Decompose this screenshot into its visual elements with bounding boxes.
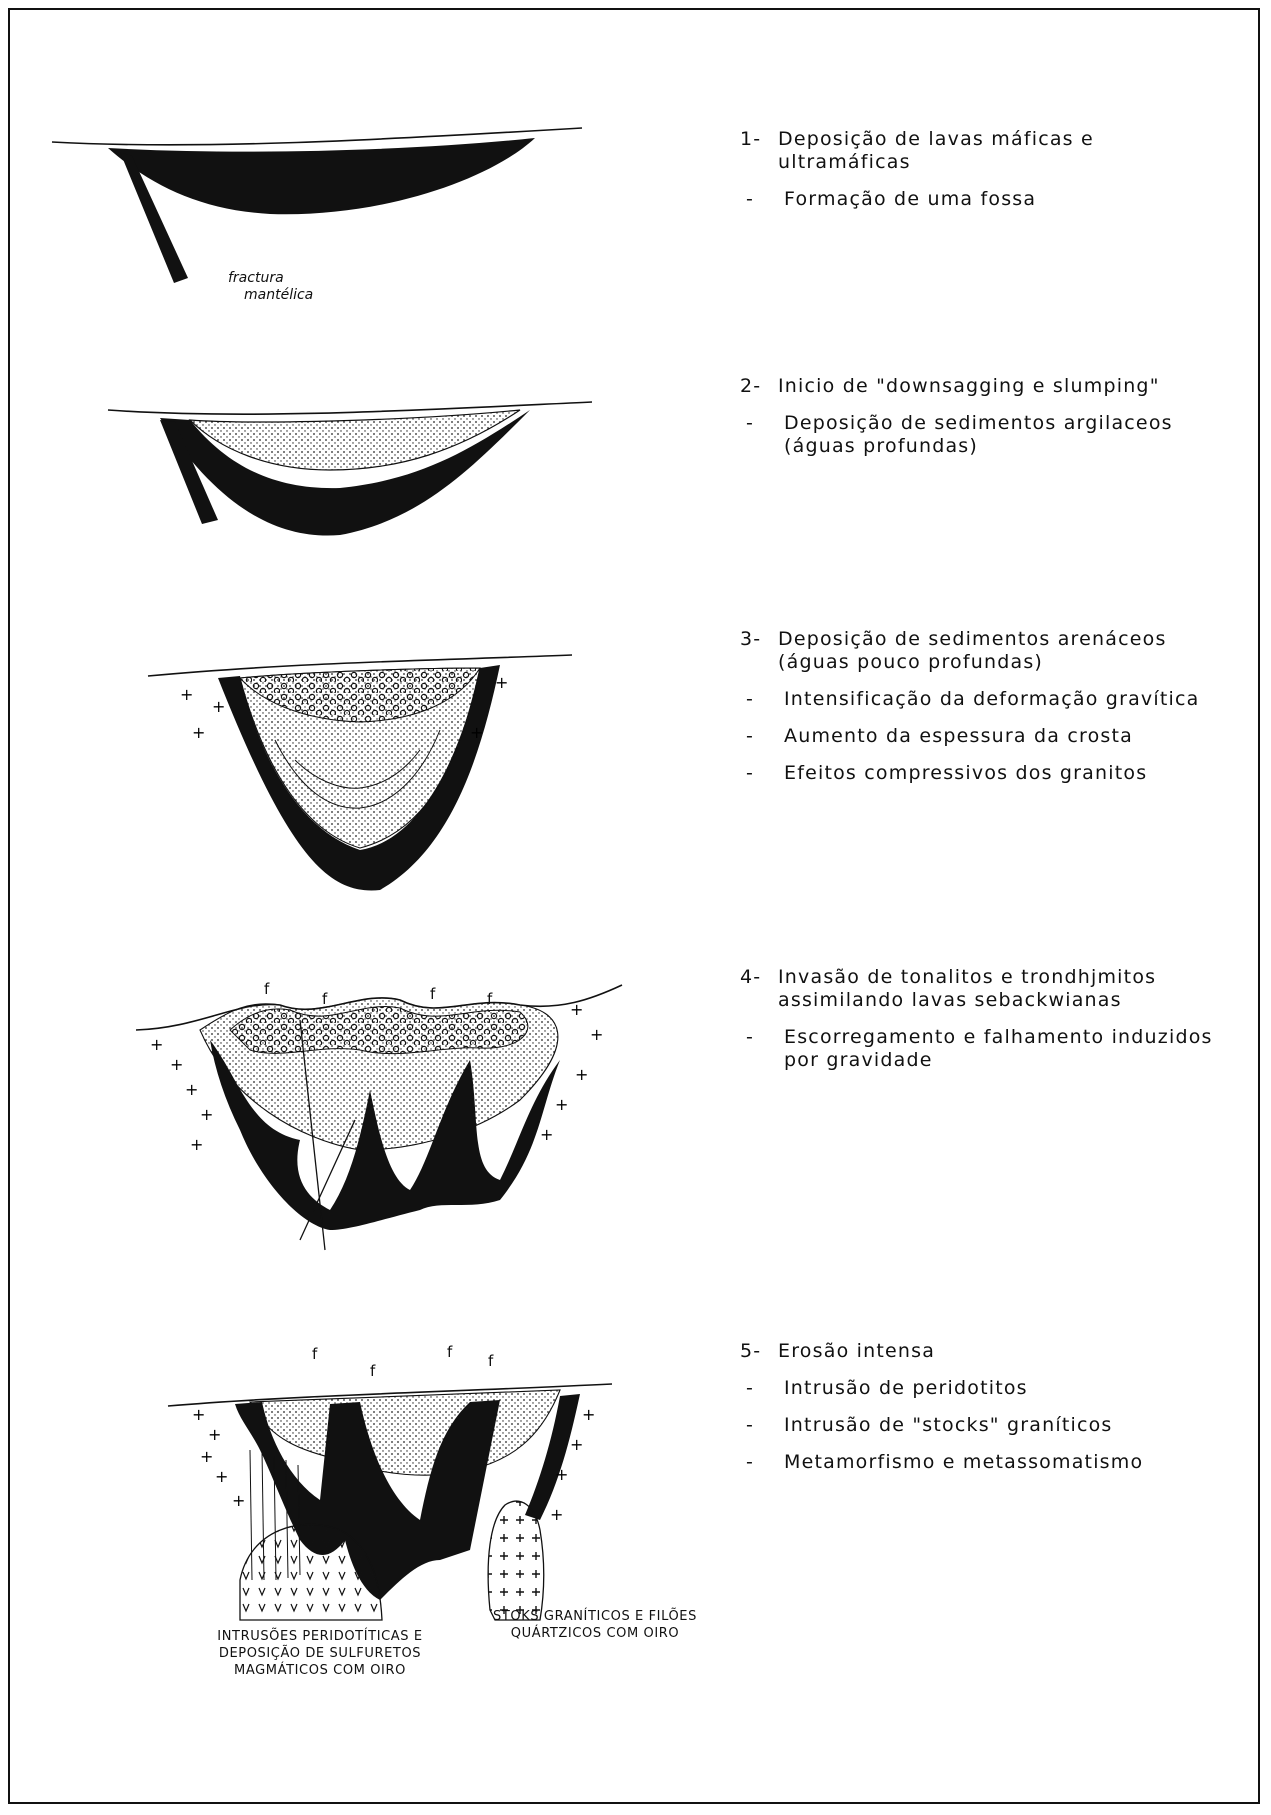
stage-4-conglomerate-band (230, 1007, 528, 1054)
stage-3-granite-mark-3: + (192, 723, 205, 742)
legend-row: 5- Erosão intensa (740, 1340, 1240, 1363)
legend-text: Efeitos compressivos dos granitos (784, 762, 1240, 785)
legend-row: 4- Invasão de tonalitos e trondhjmitos a… (740, 966, 1240, 1012)
stage-5-granite-stock (488, 1501, 544, 1620)
stage-3-granite-mark-4: + (495, 673, 508, 692)
stage-4-granite-mark-5: + (190, 1135, 203, 1154)
legend-row: - Escorregamento e falhamento induzidos … (740, 1026, 1240, 1072)
stage-2-section (108, 402, 592, 536)
legend-marker: - (746, 1026, 784, 1072)
stage-3-granite-mark-2: + (212, 697, 225, 716)
stage-4-granite-mark-8: + (575, 1065, 588, 1084)
stage-4-section: + + + + + + + + + + (136, 985, 622, 1250)
stage-1-legend: 1- Deposição de lavas máficas e ultramáf… (740, 128, 1240, 225)
stage-2-surface (108, 402, 592, 414)
stage-5-fault-label-2: f (370, 1362, 375, 1380)
legend-text: Deposição de sedimentos argilaceos (água… (784, 412, 1240, 458)
legend-text: Intensificação da deformação gravítica (784, 688, 1240, 711)
stage-4-granite-mark-3: + (185, 1080, 198, 1099)
stage-4-fault-label-4: f (487, 990, 492, 1008)
stage-5-legend: 5- Erosão intensa - Intrusão de peridoti… (740, 1340, 1240, 1488)
legend-marker: - (746, 688, 784, 711)
stage-1-mafic-layer (108, 138, 535, 214)
legend-marker: 4- (740, 966, 778, 1012)
legend-marker: - (746, 188, 784, 211)
stage-5-granite-mark-8: + (555, 1465, 568, 1484)
stage-3-granite-mark-1: + (180, 685, 193, 704)
legend-text: Erosão intensa (778, 1340, 1240, 1363)
legend-marker: - (746, 725, 784, 748)
stage-5-granite-mark-4: + (215, 1467, 228, 1486)
legend-row: - Metamorfismo e metassomatismo (740, 1451, 1240, 1474)
fracture-annotation: fractura mantélica (228, 270, 313, 304)
legend-row: - Aumento da espessura da crosta (740, 725, 1240, 748)
stage-4-fault-label-3: f (430, 985, 435, 1003)
legend-marker: 2- (740, 375, 778, 398)
stage-2-legend: 2- Inicio de "downsagging e slumping" - … (740, 375, 1240, 472)
legend-text: Aumento da espessura da crosta (784, 725, 1240, 748)
stage-5-granite-mark-9: + (550, 1505, 563, 1524)
legend-text: Metamorfismo e metassomatismo (784, 1451, 1240, 1474)
legend-marker: - (746, 1377, 784, 1400)
legend-text: Invasão de tonalitos e trondhjmitos assi… (778, 966, 1240, 1012)
stage-3-section: + + + + + (148, 655, 572, 890)
peridotite-caption: INTRUSÕES PERIDOTÍTICAS E DEPOSIÇÃO DE S… (190, 1628, 450, 1679)
legend-text: Escorregamento e falhamento induzidos po… (784, 1026, 1240, 1072)
stage-5-granite-mark-6: + (582, 1405, 595, 1424)
stage-5-section: + + + + + + + + + (168, 1384, 612, 1620)
legend-marker: 1- (740, 128, 778, 174)
legend-text: Intrusão de "stocks" graníticos (784, 1414, 1240, 1437)
stage-4-granite-mark-6: + (570, 1000, 583, 1019)
stage-5-fault-label-1: f (312, 1345, 317, 1363)
legend-marker: 3- (740, 628, 778, 674)
legend-text: Deposição de lavas máficas e ultramáfica… (778, 128, 1240, 174)
stage-5-fault-label-3: f (447, 1343, 452, 1361)
stage-4-fault-label-2: f (322, 990, 327, 1008)
stage-5-granite-mark-2: + (208, 1425, 221, 1444)
stage-4-fault-label-1: f (264, 980, 269, 998)
legend-text: Inicio de "downsagging e slumping" (778, 375, 1240, 398)
mantle-word: mantélica (228, 287, 313, 304)
legend-text: Deposição de sedimentos arenáceos (águas… (778, 628, 1240, 674)
legend-row: 2- Inicio de "downsagging e slumping" (740, 375, 1240, 398)
stage-1-section (52, 128, 582, 283)
stage-3-legend: 3- Deposição de sedimentos arenáceos (ág… (740, 628, 1240, 799)
legend-marker: 5- (740, 1340, 778, 1363)
stage-5-fault-label-4: f (488, 1352, 493, 1370)
legend-row: - Intrusão de peridotitos (740, 1377, 1240, 1400)
fracture-word: fractura (228, 270, 313, 287)
stage-5-granite-mark-3: + (200, 1447, 213, 1466)
legend-row: - Deposição de sedimentos argilaceos (ág… (740, 412, 1240, 458)
legend-row: - Efeitos compressivos dos granitos (740, 762, 1240, 785)
legend-row: 3- Deposição de sedimentos arenáceos (ág… (740, 628, 1240, 674)
legend-row: - Intensificação da deformação gravítica (740, 688, 1240, 711)
legend-row: - Intrusão de "stocks" graníticos (740, 1414, 1240, 1437)
legend-text: Formação de uma fossa (784, 188, 1240, 211)
stage-4-legend: 4- Invasão de tonalitos e trondhjmitos a… (740, 966, 1240, 1086)
stage-5-sandy-sediments (250, 1390, 560, 1475)
stage-3-granite-mark-5: + (470, 723, 483, 742)
stage-5-granite-mark-1: + (192, 1405, 205, 1424)
granite-stock-caption: STOKS GRANÍTICOS E FILÕES QUÁRTZICOS COM… (470, 1608, 720, 1642)
legend-marker: - (746, 412, 784, 458)
stage-5-granite-mark-5: + (232, 1491, 245, 1510)
legend-marker: - (746, 1414, 784, 1437)
stage-4-granite-mark-4: + (200, 1105, 213, 1124)
stage-4-granite-mark-7: + (590, 1025, 603, 1044)
legend-row: - Formação de uma fossa (740, 188, 1240, 211)
stage-4-granite-mark-10: + (540, 1125, 553, 1144)
legend-text: Intrusão de peridotitos (784, 1377, 1240, 1400)
legend-marker: - (746, 762, 784, 785)
stage-5-granite-mark-7: + (570, 1435, 583, 1454)
stage-4-granite-mark-1: + (150, 1035, 163, 1054)
stage-4-granite-mark-2: + (170, 1055, 183, 1074)
legend-row: 1- Deposição de lavas máficas e ultramáf… (740, 128, 1240, 174)
legend-marker: - (746, 1451, 784, 1474)
stage-4-granite-mark-9: + (555, 1095, 568, 1114)
